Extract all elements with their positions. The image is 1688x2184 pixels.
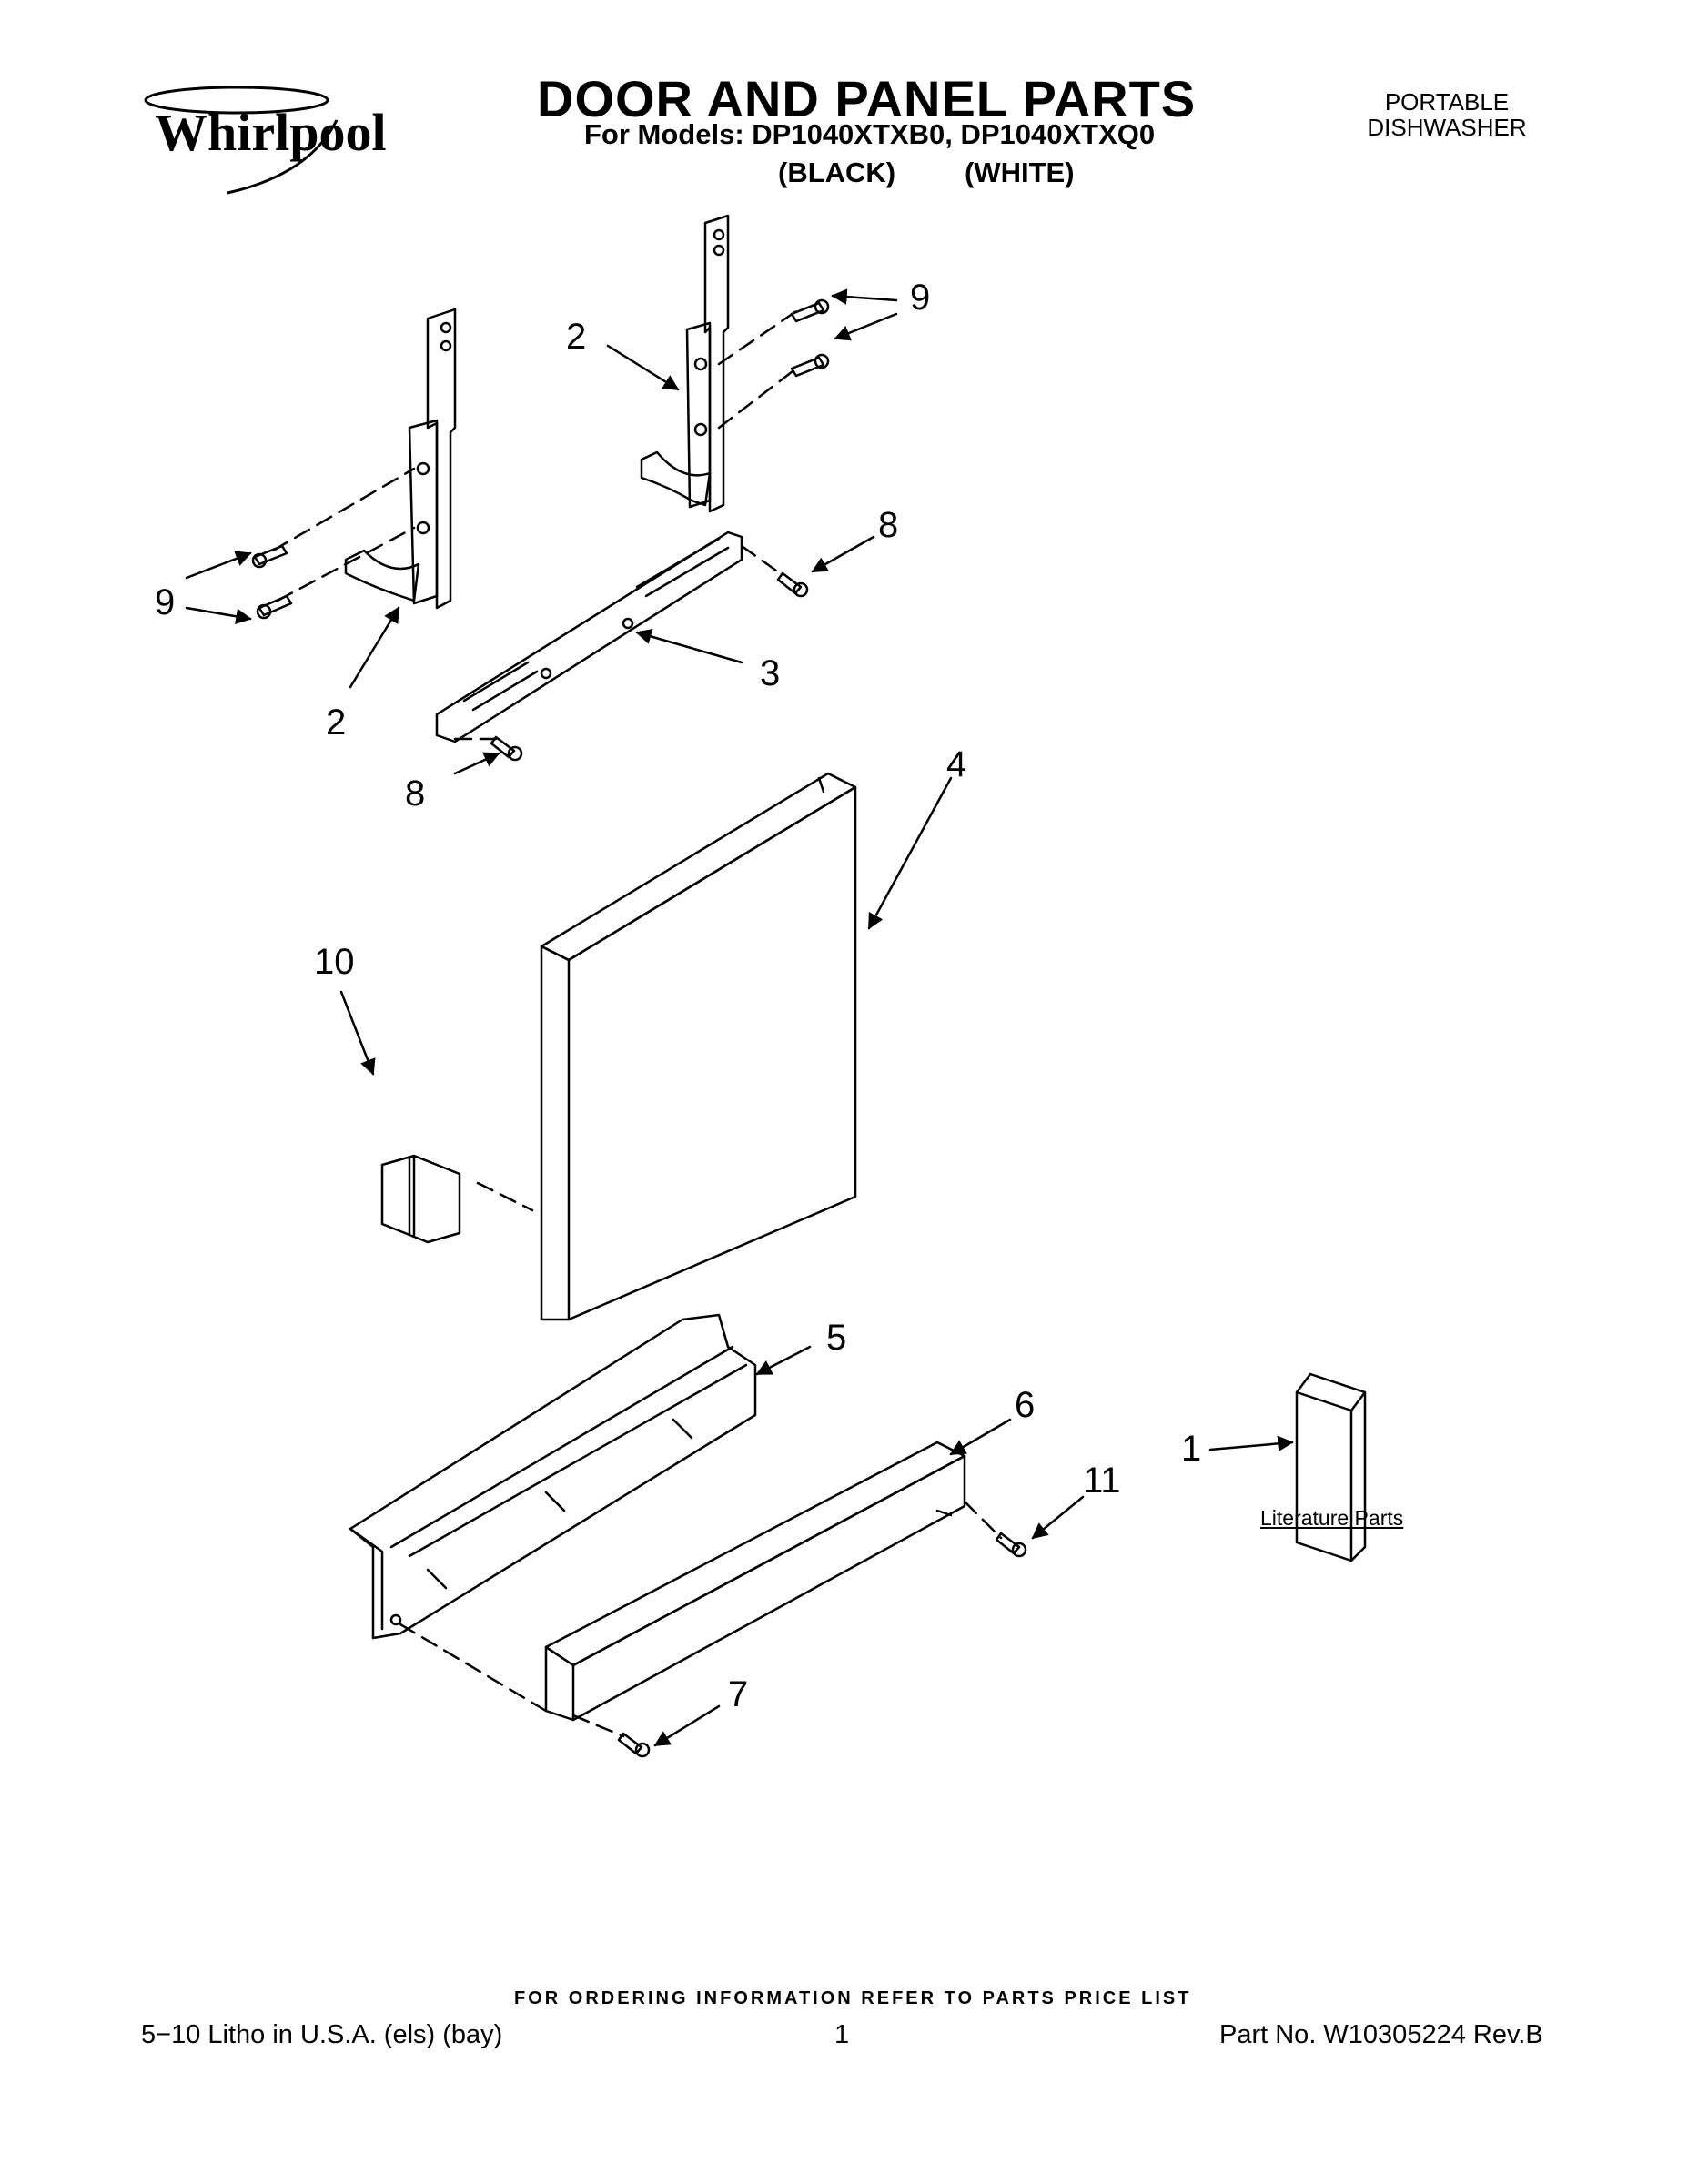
callout-11: 11 xyxy=(1083,1461,1121,1501)
callout-7: 7 xyxy=(728,1674,749,1714)
literature-parts-label: Literature Parts xyxy=(1260,1506,1404,1530)
screw-icon xyxy=(790,298,830,323)
logo-swoosh-icon xyxy=(144,86,339,195)
page-title: DOOR AND PANEL PARTS xyxy=(537,70,1197,127)
callout-6: 6 xyxy=(1015,1385,1036,1425)
product-line-1: PORTABLE xyxy=(1384,88,1510,116)
callout-2-top: 2 xyxy=(566,317,587,357)
ordering-note: FOR ORDERING INFORMATION REFER TO PARTS … xyxy=(514,1988,1192,2008)
callout-3: 3 xyxy=(760,653,781,693)
callout-8-left: 8 xyxy=(405,774,426,814)
screw-icon xyxy=(256,594,293,620)
whirlpool-logo: Whirlpool xyxy=(127,66,400,202)
toe-panel xyxy=(544,1441,966,1722)
models-line: For Models: DP1040XTXB0, DP1040XTXQ0 xyxy=(584,118,1156,150)
screw-icon xyxy=(251,544,288,569)
screw-icon xyxy=(490,735,523,762)
litho-note: 5−10 Litho in U.S.A. (els) (bay) xyxy=(141,2020,503,2049)
door-label xyxy=(380,1154,461,1244)
literature-parts xyxy=(1295,1372,1367,1562)
screw-icon xyxy=(790,353,830,378)
door-panel xyxy=(540,772,857,1321)
callout-2-bottom: 2 xyxy=(326,703,347,743)
product-type: PORTABLE DISHWASHER xyxy=(1347,89,1547,140)
logo-text: Whirlpool xyxy=(155,103,387,162)
part-number: Part No. W10305224 Rev.B xyxy=(1219,2020,1543,2049)
callout-9-left: 9 xyxy=(155,582,176,622)
door-rail xyxy=(435,531,743,743)
left-hinge-bracket xyxy=(344,308,457,610)
right-hinge-bracket xyxy=(640,214,730,513)
callout-4: 4 xyxy=(946,744,967,784)
access-panel xyxy=(349,1313,757,1640)
callout-9-top: 9 xyxy=(910,278,931,318)
leader-arrows xyxy=(185,288,1294,1747)
screw-icon xyxy=(995,1532,1027,1558)
product-line-2: DISHWASHER xyxy=(1367,114,1527,141)
screw-icon xyxy=(617,1732,651,1758)
callout-5: 5 xyxy=(826,1318,847,1358)
color-black-label: (BLACK) xyxy=(778,157,896,188)
alignment-lines xyxy=(271,309,1003,1738)
page-number: 1 xyxy=(834,2020,850,2049)
callout-1: 1 xyxy=(1181,1429,1202,1469)
screw-icon xyxy=(776,571,809,598)
callout-10: 10 xyxy=(314,942,355,982)
callout-8-right: 8 xyxy=(878,505,899,545)
color-white-label: (WHITE) xyxy=(965,157,1075,188)
